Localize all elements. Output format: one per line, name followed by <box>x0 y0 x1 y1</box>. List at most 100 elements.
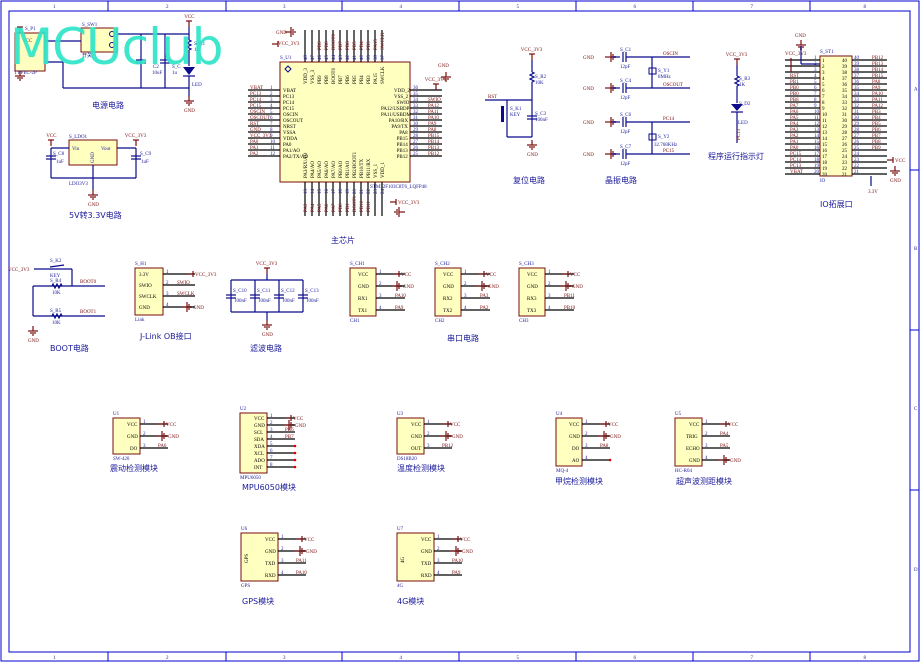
pin-number: 30 <box>413 122 419 127</box>
part-label: MPU6050 <box>240 476 261 481</box>
net-label: PB1 <box>346 203 351 212</box>
pin-number: 7 <box>814 92 817 97</box>
value-label: 10K <box>52 291 61 296</box>
value-label: 1uF <box>56 160 64 165</box>
pin-name: GND <box>127 435 138 440</box>
ref-label: U3 <box>397 412 404 417</box>
ground-symbol: GND <box>28 326 39 344</box>
pin-name: 36 <box>842 83 848 88</box>
pin-number: 14 <box>814 134 820 139</box>
pin-number: 15 <box>318 189 323 195</box>
pin-name: TXD <box>265 562 276 567</box>
ground-label: GND <box>262 333 273 338</box>
ref-label: S_K2 <box>50 259 62 264</box>
part-label: DS18B20 <box>397 457 417 462</box>
pin-name: GND <box>689 459 700 464</box>
pin-number: 9 <box>814 104 817 109</box>
ref-label: S_C11 <box>257 289 271 294</box>
pin-name: RXD <box>265 574 276 579</box>
net-label: BOOT1 <box>353 195 358 212</box>
ground-label: GND <box>403 285 414 290</box>
pin-number: 28 <box>854 128 860 133</box>
pin-number: 14 <box>311 189 316 195</box>
ground-label: GND <box>462 550 473 555</box>
pin-name: 40 <box>842 59 848 64</box>
frame-column-label: 4 <box>400 656 403 661</box>
net-label: PA0 <box>250 140 259 145</box>
power-symbol: VCC_3V3 <box>521 48 543 60</box>
pin-name: 38 <box>842 71 848 76</box>
pin-name: 5 <box>822 83 825 88</box>
ground-label: GND <box>610 435 621 440</box>
power-label: 3.3V <box>868 190 878 195</box>
power-label: GND <box>583 153 594 158</box>
ref-label: S_C <box>172 65 181 70</box>
pin-number: 33 <box>854 98 860 103</box>
pin-name: 3 <box>822 71 825 76</box>
net-label: PB5 <box>872 122 881 127</box>
ground-label: GND <box>88 203 99 208</box>
value-label: 100nF <box>306 299 319 304</box>
ground-symbol: GND <box>440 431 463 441</box>
jlink-body <box>134 267 164 316</box>
power-label: VCC <box>895 159 906 164</box>
pin-name: 20 <box>822 173 828 178</box>
net-label: PB11 <box>367 201 372 212</box>
pin-name: GND <box>139 306 150 311</box>
pin-name: 37 <box>842 77 848 82</box>
pin-number: 38 <box>374 55 379 61</box>
ref-label: S_LDO1 <box>69 135 88 140</box>
pin-number: 35 <box>854 86 860 91</box>
net-label: PC13 <box>250 92 262 97</box>
value-label: 32.768KHz <box>654 143 678 148</box>
pin-name: 12 <box>822 125 828 130</box>
pin-number: 15 <box>814 140 820 145</box>
switch-contact <box>109 42 115 48</box>
ref-label: S_R1 <box>194 42 206 47</box>
pin-number: 48 <box>304 55 309 61</box>
ground-symbol: GND <box>890 166 901 184</box>
net-label: PB1 <box>790 80 799 85</box>
part-label: GPS <box>241 584 250 589</box>
ref-label: U5 <box>675 412 682 417</box>
pin-name: GND <box>358 285 369 290</box>
module-body <box>239 412 268 474</box>
boot-circuit: VCC_3V3S_K2KEYS_R410KBOOT0S_R510KBOOT1GN… <box>8 259 105 344</box>
pin-number: 2 <box>548 282 551 287</box>
net-label: PA11 <box>872 98 883 103</box>
pin-number: 1 <box>270 414 273 419</box>
part-label: IO <box>820 179 826 184</box>
module-body <box>112 417 141 455</box>
pin-number: 34 <box>854 92 860 97</box>
ground-label: GND <box>28 339 39 344</box>
power-symbol: VCC <box>158 421 177 428</box>
part-label: TYPEC-2P <box>14 71 37 76</box>
pin-name: PA8 <box>399 131 408 136</box>
net-label: PA4 <box>311 203 316 212</box>
block-caption: J-Link OB接口 <box>139 331 192 341</box>
net-label: PA7 <box>790 104 799 109</box>
pin-number: 4 <box>548 306 551 311</box>
net-label: GND <box>250 128 261 133</box>
power-label: VCC <box>450 423 461 428</box>
power-label: VCC_3V3 <box>785 52 807 57</box>
frame-column-label: 7 <box>751 656 754 661</box>
ref-label: S_SW1 <box>82 23 98 28</box>
ground-symbol: GND <box>88 190 99 208</box>
value-label: 10K <box>535 81 544 86</box>
module-caption: 温度检测模块 <box>397 463 445 473</box>
ref-label: S_H1 <box>135 262 147 267</box>
pin-number: 34 <box>413 98 419 103</box>
pin-name: RXD <box>421 574 432 579</box>
power-symbol <box>17 26 23 33</box>
